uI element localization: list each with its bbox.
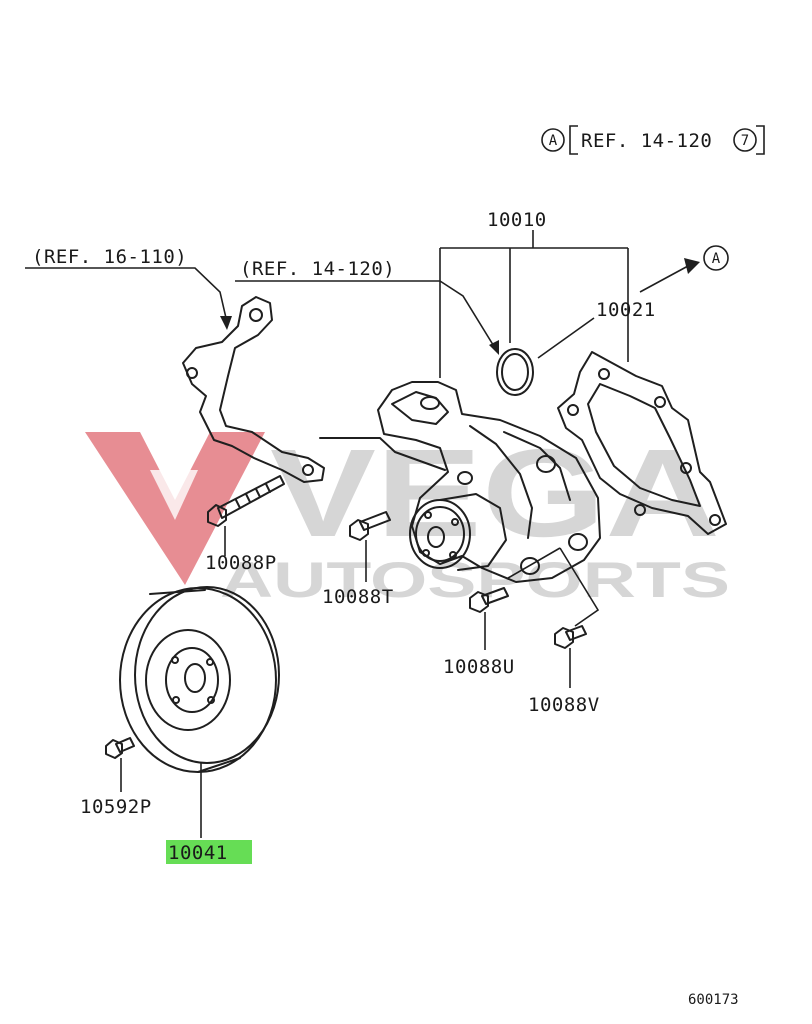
ref-pump-label: (REF. 14-120) <box>240 258 395 280</box>
header-ref: A REF. 14-120 7 <box>541 125 765 155</box>
watermark-tagline: AUTOSPORTS <box>220 552 730 608</box>
pulley-bolt-10592p <box>105 737 135 759</box>
header-ref-letter: A <box>549 133 558 149</box>
watermark-brand: VEGA <box>270 424 720 563</box>
highlight-box <box>166 840 252 864</box>
water-pump <box>377 381 601 583</box>
ref-bracket-arrow <box>220 316 232 330</box>
label-bolt-v: 10088V <box>528 694 600 716</box>
label-pulley-bolt: 10592P <box>80 796 152 818</box>
ref-bracket-label: (REF. 16-110) <box>32 246 187 268</box>
ref-pump-arrow <box>489 340 499 355</box>
label-gasket: 10021 <box>596 299 656 321</box>
mounting-bracket <box>182 296 446 483</box>
bolt-10088t <box>349 511 391 541</box>
header-ref-text: REF. 14-120 <box>581 130 712 152</box>
label-bolt-u: 10088U <box>443 656 515 678</box>
bolt-10088u <box>469 587 509 613</box>
o-ring-inner <box>501 353 529 391</box>
ref-bracket-leader <box>25 267 227 319</box>
water-pump-bracket <box>439 230 629 378</box>
header-ref-index: 7 <box>741 133 749 149</box>
bolt-10088v <box>554 625 587 649</box>
pulley <box>119 586 280 773</box>
gasket-leader <box>537 317 595 359</box>
watermark: VEGA AUTOSPORTS <box>85 424 730 608</box>
label-bolt-p: 10088P <box>205 552 277 574</box>
label-pulley: 10041 <box>168 842 228 864</box>
gasket <box>557 351 727 535</box>
ref-pump-leader <box>235 280 496 349</box>
to-a-letter: A <box>712 251 721 267</box>
vega-logo-mark-inner <box>150 470 198 520</box>
o-ring <box>496 348 534 396</box>
diagram-code: 600173 <box>688 992 739 1008</box>
to-a-leader <box>639 265 689 293</box>
label-bolt-t: 10088T <box>322 586 394 608</box>
to-a-arrow <box>684 258 700 274</box>
label-water-pump: 10010 <box>487 209 547 231</box>
bolt-10088p <box>207 475 285 527</box>
